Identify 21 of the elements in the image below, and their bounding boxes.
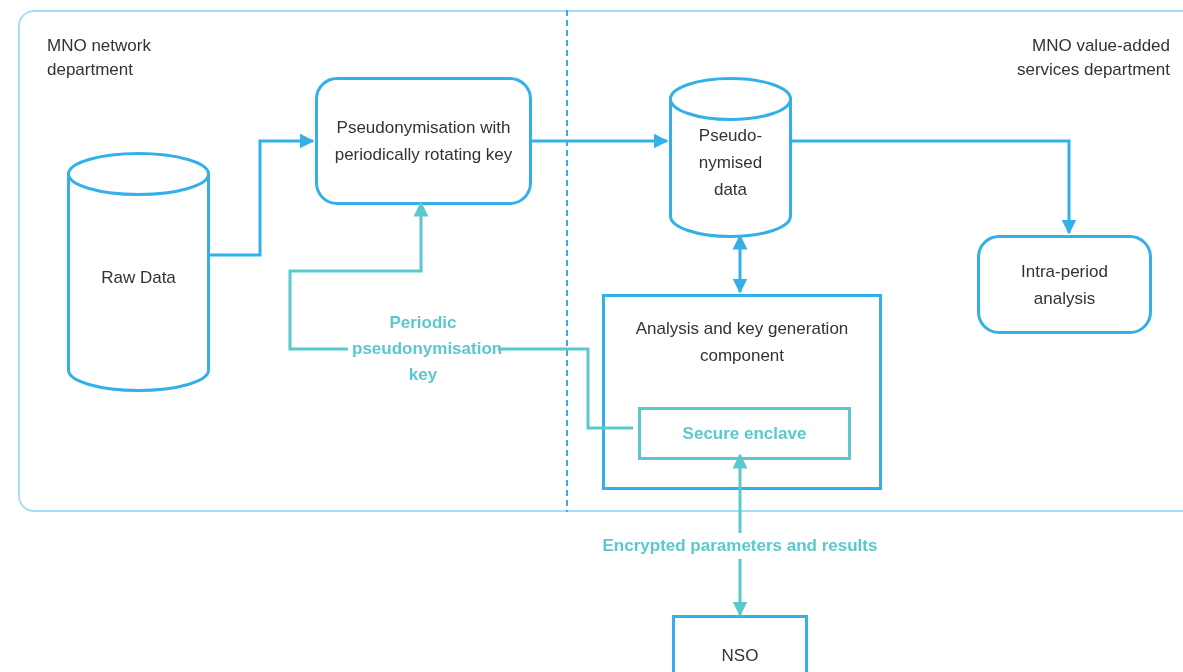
arrow (732, 234, 748, 294)
process-box (315, 77, 532, 205)
department-label: MNO value-added services department (1015, 35, 1170, 81)
arrow (790, 139, 1077, 235)
node-label: Pseudo- nymised data (697, 125, 764, 201)
node-label: Analysis and key generation component (634, 318, 850, 367)
database-cylinder (669, 77, 792, 238)
node-label: Intra-period analysis (1020, 260, 1109, 310)
node-label: NSO (720, 644, 760, 667)
process-box (977, 235, 1152, 334)
process-box (672, 615, 808, 672)
node-label: Raw Data (100, 266, 177, 289)
department-label: MNO network department (47, 35, 152, 81)
arrow (208, 133, 315, 257)
enclave-box (638, 407, 851, 460)
department-region (18, 10, 1183, 512)
node-label: Pseudonymisation with periodically rotating key (333, 117, 514, 166)
node-label: Secure enclave (681, 423, 808, 445)
database-cylinder (67, 152, 210, 392)
process-box (602, 294, 882, 490)
arrow (530, 133, 669, 149)
